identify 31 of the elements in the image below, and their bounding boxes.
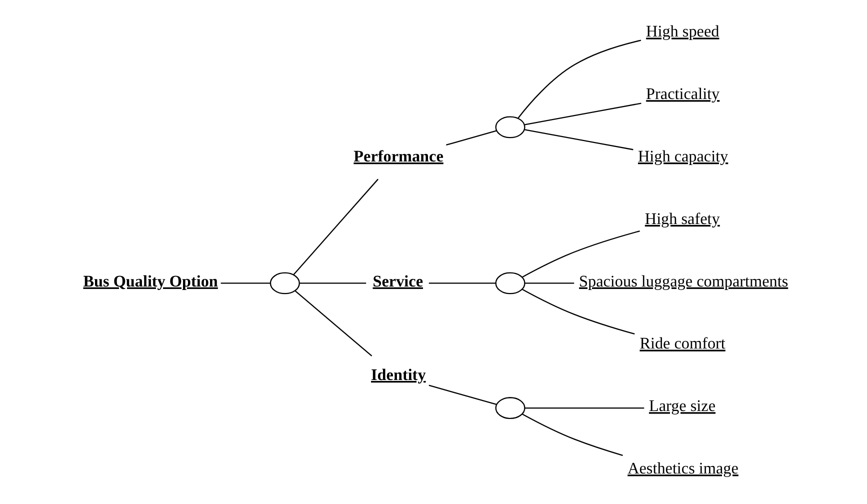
node-text: High speed bbox=[646, 24, 719, 41]
connector bbox=[428, 384, 496, 406]
connector bbox=[522, 288, 634, 335]
node-text: High capacity bbox=[637, 148, 728, 166]
node-text: Performance bbox=[353, 148, 443, 166]
node-ellipse bbox=[494, 272, 525, 294]
connector bbox=[522, 230, 640, 278]
connector bbox=[524, 129, 633, 150]
connector bbox=[294, 290, 372, 356]
node-text: Practicality bbox=[646, 86, 720, 104]
connector bbox=[524, 282, 574, 284]
node-ellipse bbox=[494, 116, 525, 138]
node-text: Service bbox=[372, 273, 422, 290]
connector bbox=[517, 40, 641, 118]
node-text: Bus Quality Option bbox=[82, 273, 218, 290]
connector bbox=[446, 130, 496, 146]
node-text: Spacious luggage compartments bbox=[578, 273, 788, 290]
node-text: Identity bbox=[370, 366, 426, 384]
connector bbox=[522, 414, 622, 456]
node-ellipse bbox=[269, 272, 300, 294]
node-text: Ride comfort bbox=[639, 336, 725, 353]
node-text: Aesthetics image bbox=[627, 460, 738, 478]
node-text: High safety bbox=[644, 210, 720, 228]
node-text: Large size bbox=[648, 398, 716, 416]
node-ellipse bbox=[494, 397, 525, 419]
connector bbox=[524, 407, 644, 409]
connector bbox=[220, 282, 270, 284]
connector bbox=[292, 178, 378, 276]
connector bbox=[524, 102, 641, 126]
connector bbox=[299, 282, 366, 284]
connector bbox=[428, 282, 496, 284]
